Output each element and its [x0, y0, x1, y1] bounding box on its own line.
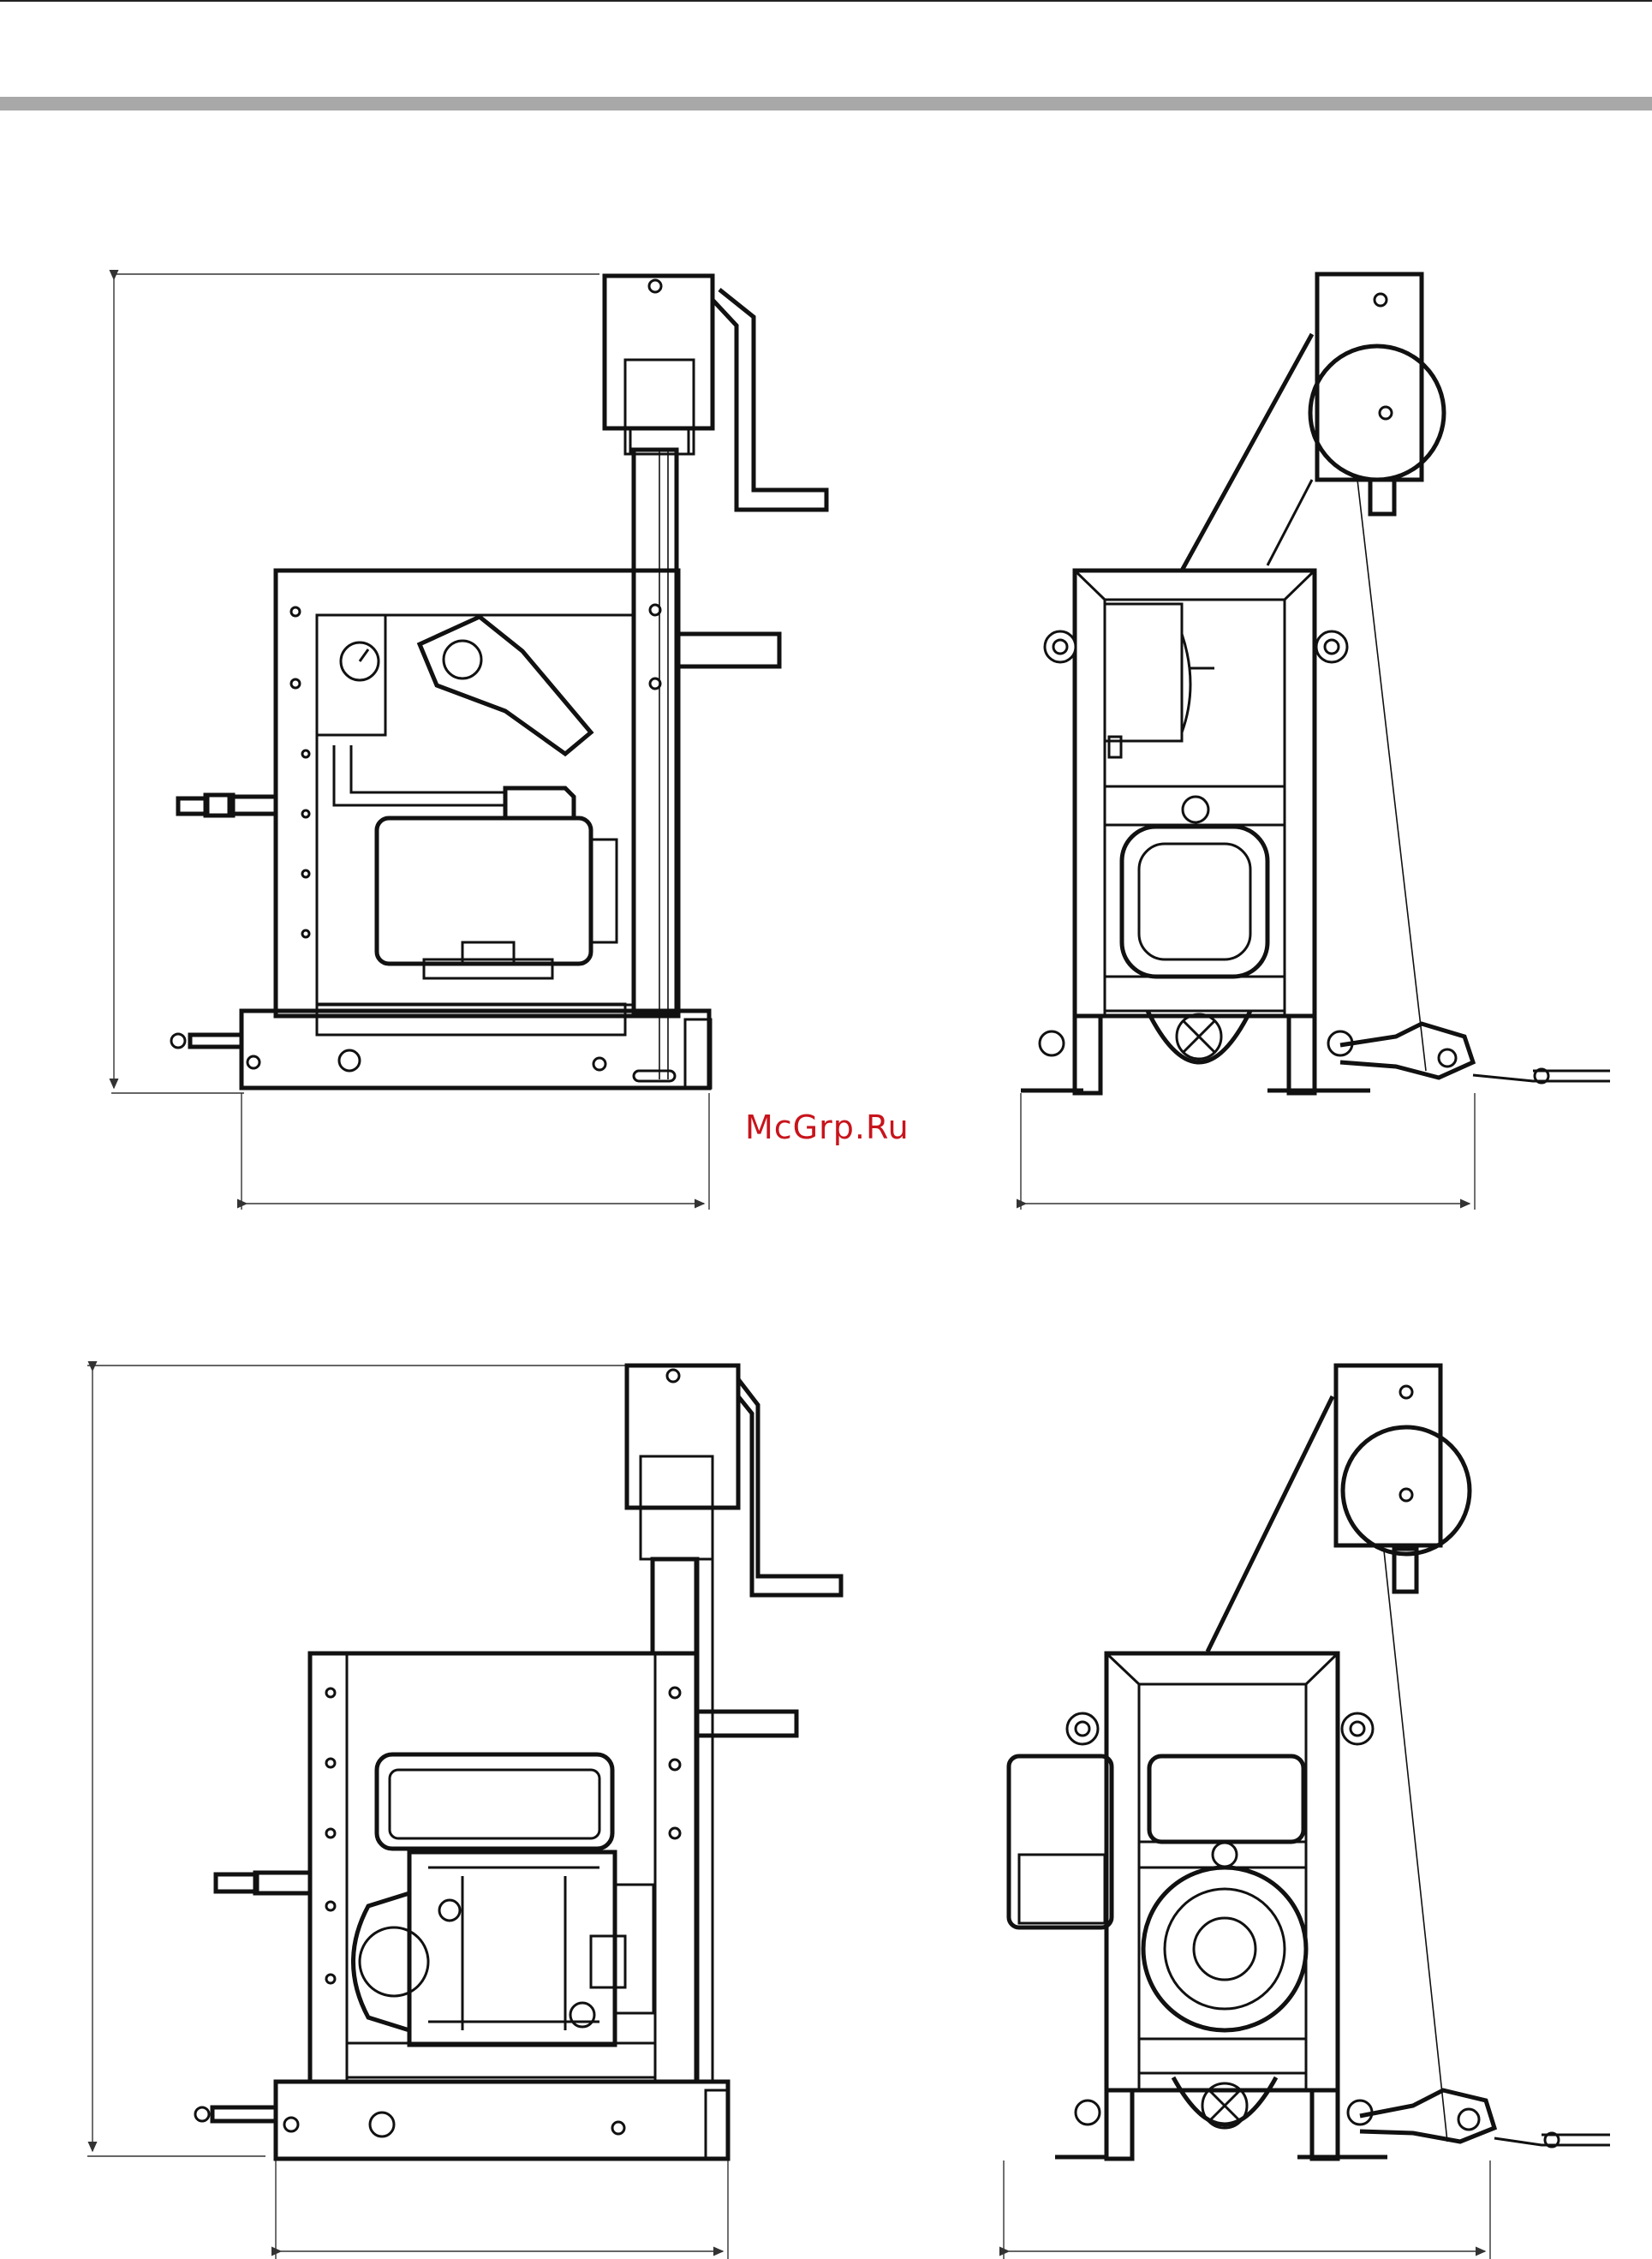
frame-box [1075, 571, 1315, 1016]
side-view-engine-pump [1004, 1366, 1610, 2259]
height-dimension [87, 1366, 625, 2156]
height-dimension [111, 274, 599, 1093]
recoil-starter [354, 1893, 410, 2030]
winch-head [627, 1366, 738, 1508]
width-dimension [242, 1093, 709, 1210]
tow-hitch [1360, 2090, 1494, 2142]
watermark: McGrp.Ru [745, 1109, 909, 1146]
width-dimension [1004, 2160, 1490, 2259]
front-view-electric-pump [111, 274, 826, 1210]
width-dimension [276, 2159, 728, 2259]
inlet-nozzle [255, 1873, 310, 1893]
frame-box [1106, 1653, 1338, 2090]
discharge-port [678, 634, 779, 666]
motor-end-view [1122, 827, 1267, 977]
side-view-electric-pump [1021, 274, 1610, 1210]
front-view-engine-pump [87, 1366, 841, 2259]
winch-head [1317, 274, 1422, 480]
winch-head [605, 276, 713, 428]
engine-block [409, 1852, 615, 2045]
width-dimension [1021, 1093, 1475, 1210]
winch-drum-icon [1343, 1427, 1470, 1554]
base-skid [276, 2082, 728, 2159]
inlet-nozzle [230, 797, 276, 814]
engine-fuel-tank [1009, 1756, 1112, 1927]
winch-drum-icon [1310, 346, 1444, 480]
base-skid [242, 1011, 709, 1088]
crank-handle [738, 1379, 841, 1595]
crank-handle [713, 290, 826, 510]
pump-housing-icon [1143, 1868, 1306, 2030]
